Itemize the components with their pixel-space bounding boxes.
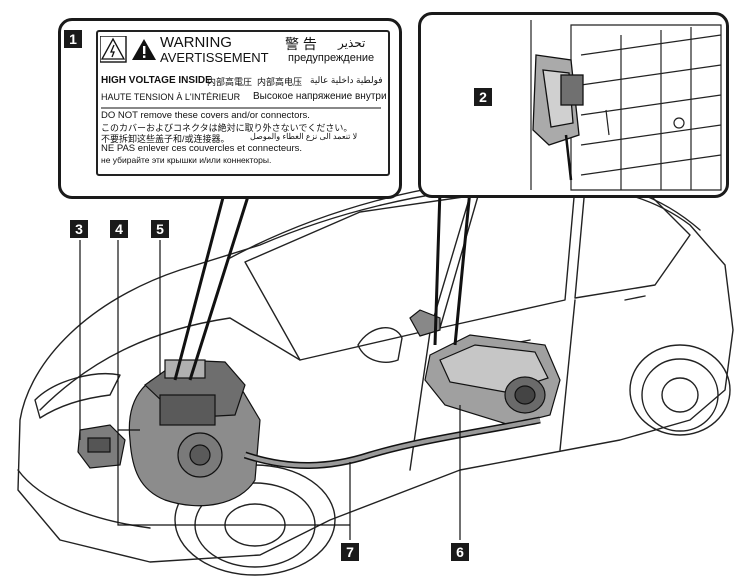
callout-7: 7 [341, 543, 359, 561]
bumper [17, 469, 151, 529]
rear-wheel-arch [629, 344, 731, 436]
hv-fr: HAUTE TENSION À L'INTÉRIEUR [101, 92, 241, 102]
warning-icons [100, 36, 156, 63]
callout-6: 6 [451, 543, 469, 561]
do-not-ja: このカバーおよびコネクタは絶対に取り外さないでください。 [101, 123, 353, 133]
label-divider [101, 107, 381, 109]
callout-1: 1 [64, 30, 82, 48]
side-window-front [439, 185, 576, 329]
electric-shock-icon [100, 37, 126, 60]
door-line-rear [559, 299, 576, 451]
warning-ar: تحذير [338, 36, 366, 50]
callout-4: 4 [110, 220, 128, 238]
warning-ru: предупреждение [288, 52, 375, 64]
side-window-rear [574, 186, 691, 299]
rear-wheel [641, 358, 719, 432]
hv-en: HIGH VOLTAGE INSIDE [101, 75, 212, 86]
hood-line [39, 317, 301, 411]
warning-ja: 警 告 [285, 36, 317, 52]
inverter-component [77, 424, 126, 469]
hybrid-battery [409, 309, 561, 426]
headlight [34, 373, 121, 419]
hv-ar: فولطية داخلية عالية [310, 75, 383, 85]
do-not-ru: не убирайте эти крышки и/или коннекторы. [101, 155, 272, 165]
car-body-outline [17, 183, 734, 563]
connector-closeup-panel [418, 12, 729, 198]
leader-4 [117, 240, 350, 526]
callout-2: 2 [474, 88, 492, 106]
side-mirror [357, 327, 403, 363]
do-not-zh: 不要拆卸这些盖子和/或连接器。 [101, 134, 230, 144]
hv-zh: 内部高电压 [257, 77, 303, 87]
callout-5: 5 [151, 220, 169, 238]
door-line [409, 331, 431, 471]
warning-fr: AVERTISSEMENT [160, 50, 269, 65]
high-voltage-cable-fill [244, 418, 541, 468]
leader-panel-1 [173, 189, 252, 381]
door-handle-rear [624, 295, 646, 301]
leader-panel-2 [433, 189, 472, 346]
do-not-ar: لا تنعمد الى نزع الغطاء والموصل [250, 132, 358, 141]
transaxle-assembly [128, 359, 261, 507]
hv-ja: 内部高電圧 [207, 77, 253, 87]
do-not-en: DO NOT remove these covers and/or connec… [101, 110, 310, 121]
shock-icon-frame [100, 36, 127, 63]
warning-en: WARNING [160, 34, 232, 51]
do-not-fr: NE PAS enlever ces couvercles et connect… [101, 143, 303, 154]
service-plug [532, 54, 584, 181]
rear-wheel-hub [661, 377, 699, 413]
windshield [244, 195, 471, 361]
hv-ru: Высокое напряжение внутри [253, 91, 387, 102]
connector-closeup-drawing [530, 20, 722, 191]
callout-3: 3 [70, 220, 88, 238]
